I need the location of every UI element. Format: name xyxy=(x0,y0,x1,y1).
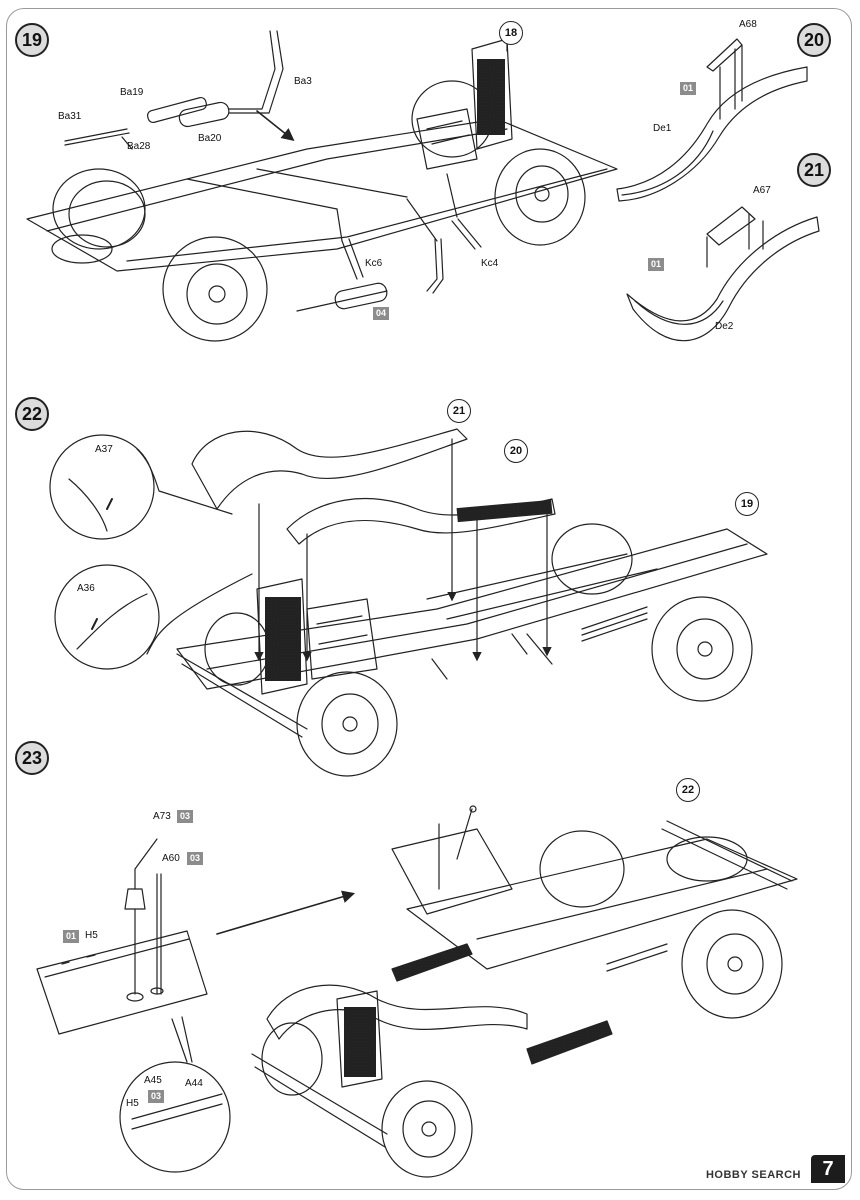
part-label-kc6: Kc6 xyxy=(365,258,383,269)
step-number-19: 19 xyxy=(15,23,49,57)
assembly-ref-18: 18 xyxy=(499,21,523,45)
part-label-a44: A44 xyxy=(185,1078,203,1089)
part-label-ba28: Ba28 xyxy=(127,141,151,152)
step20-fender-drawing xyxy=(616,38,808,202)
paint-tag-04: 04 xyxy=(373,307,390,320)
part-label-ba19: Ba19 xyxy=(120,87,144,98)
step-number-21: 21 xyxy=(797,153,831,187)
part-label-kc4: Kc4 xyxy=(481,258,499,269)
assembly-ref-21: 21 xyxy=(447,399,471,423)
step-number-22: 22 xyxy=(15,397,49,431)
paint-tag-01-step21: 01 xyxy=(648,258,665,271)
part-label-h5: H5 xyxy=(85,930,98,941)
paint-tag-01-h5: 01 xyxy=(63,930,80,943)
assembly-ref-22: 22 xyxy=(676,778,700,802)
watermark: HOBBY SEARCH xyxy=(705,1169,801,1181)
part-label-a67: A67 xyxy=(753,185,771,196)
step-number-23: 23 xyxy=(15,741,49,775)
step21-fender-drawing xyxy=(626,206,820,342)
part-label-ba3: Ba3 xyxy=(294,76,312,87)
part-label-a45: A45 xyxy=(144,1075,162,1086)
part-label-ba31: Ba31 xyxy=(58,111,82,122)
paint-tag-03-a60: 03 xyxy=(187,852,204,865)
assembly-ref-19: 19 xyxy=(735,492,759,516)
assembly-drawings xyxy=(26,30,820,1178)
instruction-page: 19 20 21 22 23 18 21 20 19 22 Ba3 Ba19 B… xyxy=(6,8,852,1190)
step23-assembly-drawing xyxy=(36,805,798,1178)
part-label-a36: A36 xyxy=(77,583,95,594)
part-label-a37: A37 xyxy=(95,444,113,455)
assembly-ref-20: 20 xyxy=(504,439,528,463)
step19-chassis-drawing xyxy=(26,30,618,342)
paint-tag-03-a73: 03 xyxy=(177,810,194,823)
part-label-ba20: Ba20 xyxy=(198,133,222,144)
part-label-a73: A73 xyxy=(153,811,171,822)
step-number-20: 20 xyxy=(797,23,831,57)
part-label-a68: A68 xyxy=(739,19,757,30)
paint-tag-03-a45: 03 xyxy=(148,1090,165,1103)
part-label-de1: De1 xyxy=(653,123,672,134)
part-label-de2: De2 xyxy=(715,321,734,332)
part-label-h5-detail: H5 xyxy=(126,1098,139,1109)
part-label-a60: A60 xyxy=(162,853,180,864)
page-number: 7 xyxy=(811,1155,845,1183)
step22-chassis-drawing xyxy=(49,428,768,777)
paint-tag-01-step20: 01 xyxy=(680,82,697,95)
